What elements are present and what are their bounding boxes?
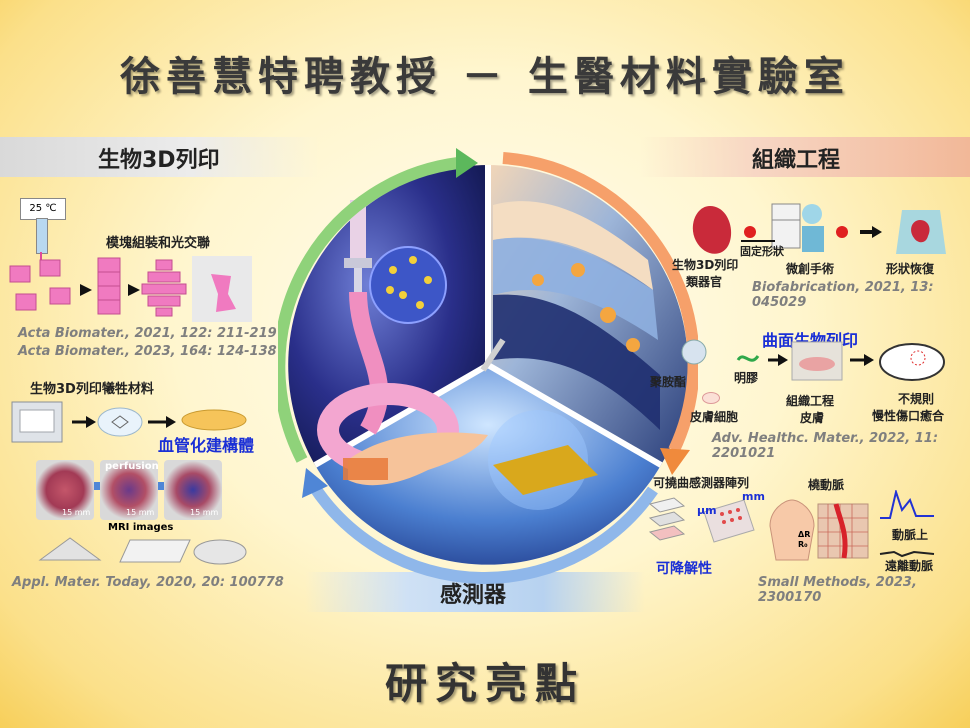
radial-artery-label: 橈動脈 xyxy=(808,478,845,492)
flex-sensor-array-label: 可撓曲感測器陣列 xyxy=(653,476,750,490)
step-arrow-1 xyxy=(94,482,100,490)
modular-blocks-illustration xyxy=(9,256,252,322)
sensor-header: 感測器 xyxy=(440,583,507,608)
bioprint-header-band xyxy=(0,137,320,177)
central-cycle-figure xyxy=(278,148,698,584)
away-artery-label: 遠離動脈 xyxy=(885,559,934,573)
perfusion-photo-2 xyxy=(100,460,158,520)
human-body-icon xyxy=(769,499,815,561)
green-cycle-arrow xyxy=(278,157,459,463)
cell-sphere-icon xyxy=(369,246,447,324)
tissue-header-band xyxy=(640,137,970,177)
scale-bar-2: 15 mm xyxy=(126,508,155,517)
scale-bar-1: 15 mm xyxy=(62,508,91,517)
perfusion-photo-3 xyxy=(164,460,222,520)
scale-bar-3: 15 mm xyxy=(190,508,219,517)
r0-label: R₀ xyxy=(798,540,808,549)
citation-appl-mater: Appl. Mater. Today, 2020, 20: 100778 xyxy=(12,575,284,590)
orange-cycle-arrow xyxy=(502,152,698,453)
surgery-label: 微創手術 xyxy=(786,262,835,276)
blue-cycle-arrow xyxy=(307,481,658,584)
gel-disc-icon xyxy=(181,409,247,431)
curved-bioprint-illustration xyxy=(681,339,945,381)
fix-shape-label: 固定形狀 xyxy=(740,245,784,258)
printed-filament-icon xyxy=(349,291,389,435)
skin-cell-icon xyxy=(702,392,720,404)
mri-models-illustration xyxy=(38,537,247,565)
skin-layer-icon xyxy=(493,201,653,290)
sacrificial-illustration xyxy=(11,401,247,443)
fridge-icon xyxy=(771,203,801,249)
organoid-label-1: 生物3D列印 xyxy=(672,258,739,272)
sensor-sheet-icon xyxy=(703,499,755,543)
sensor-sector xyxy=(315,365,661,565)
bioprint-header: 生物3D列印 xyxy=(98,148,220,173)
perfusion-label: perfusion xyxy=(105,461,159,472)
sensor-layers-icon xyxy=(648,497,686,541)
tissue-skin-label-1: 組織工程 xyxy=(786,394,835,408)
arrow-right-icon xyxy=(80,284,92,296)
skin-cell-label: 皮膚細胞 xyxy=(690,410,739,424)
irregular-label-2: 慢性傷口癒合 xyxy=(872,409,945,423)
gelatin-icon xyxy=(736,355,760,362)
delta-r-label: ΔR xyxy=(798,530,811,539)
citation-acta-2021: Acta Biomater., 2021, 122: 211-219 xyxy=(18,326,277,341)
temperature-box: 25 ℃ xyxy=(20,198,66,220)
pulse-wave-high-icon xyxy=(880,490,934,519)
micrometer-label: μm xyxy=(697,504,717,517)
needle-icon xyxy=(480,338,506,372)
recover-label: 形狀恢復 xyxy=(886,262,935,276)
printed-construct-icon xyxy=(211,274,236,312)
modular-assembly-label: 模塊組裝和光交聯 xyxy=(106,236,211,251)
sensor-illustration xyxy=(648,490,935,561)
footer-title: 研究亮點 xyxy=(384,659,585,708)
citation-small-methods: Small Methods, 2023, 2300170 xyxy=(758,575,917,605)
step-arrow-2 xyxy=(158,482,164,490)
polyurethane-icon xyxy=(681,339,707,365)
citation-adv-healthc: Adv. Healthc. Mater., 2022, 11: 2201021 xyxy=(712,431,939,461)
dish-icon xyxy=(97,407,143,437)
pulse-wave-low-icon xyxy=(879,550,935,558)
syringe-icon xyxy=(36,218,48,254)
organoid-label-2: 類器官 xyxy=(686,275,723,289)
perfusion-photo-1 xyxy=(36,460,94,520)
organoid-illustration xyxy=(692,203,946,254)
degradable-label: 可降解性 xyxy=(656,561,712,577)
page-title: 徐善慧特聘教授 － 生醫材料實驗室 xyxy=(120,53,850,100)
polyurethane-label: 聚胺酯 xyxy=(650,375,687,389)
irregular-label-1: 不規則 xyxy=(898,392,935,406)
gelatin-label: 明膠 xyxy=(734,371,759,385)
citation-acta-2023: Acta Biomater., 2023, 164: 124-138 xyxy=(18,344,277,359)
orange-arrowhead-icon xyxy=(660,448,690,475)
citation-biofabrication: Biofabrication, 2021, 13: 045029 xyxy=(752,280,934,310)
green-arrowhead-icon xyxy=(456,148,478,178)
above-artery-label: 動脈上 xyxy=(892,528,929,542)
heart-icon xyxy=(692,206,732,254)
sacrificial-label: 生物3D列印犧牲材料 xyxy=(30,382,154,397)
mri-label: MRI images xyxy=(108,522,174,533)
sensor-array-icon xyxy=(493,445,598,495)
tissue-skin-label-2: 皮膚 xyxy=(800,411,825,425)
tissue-header: 組織工程 xyxy=(752,148,841,173)
wrist-sensor-icon xyxy=(343,458,388,480)
blue-arrowhead-icon xyxy=(302,468,328,498)
vascular-label: 血管化建構體 xyxy=(158,436,255,455)
surgeon-icon xyxy=(802,204,822,224)
millimeter-label: mm xyxy=(742,490,765,503)
